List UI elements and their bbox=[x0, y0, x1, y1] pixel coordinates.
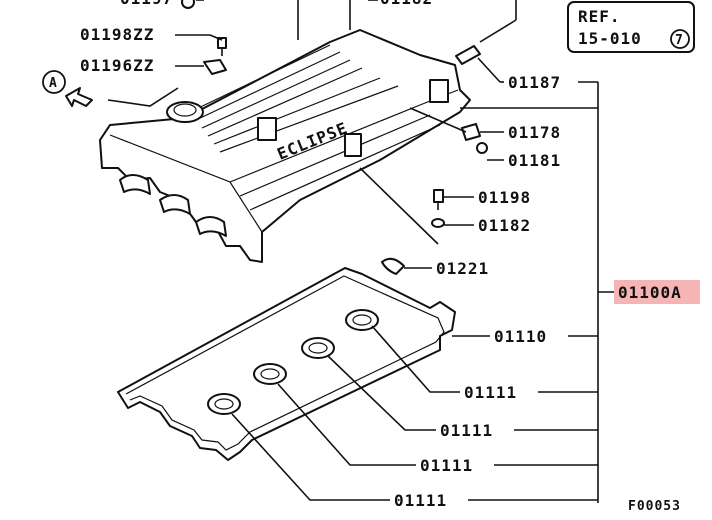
leader-lines bbox=[65, 0, 616, 503]
label-01197[interactable]: 01197 bbox=[120, 0, 173, 8]
label-01221[interactable]: 01221 bbox=[436, 259, 489, 278]
label-01111-c[interactable]: 01111 bbox=[420, 456, 473, 475]
hardware-parts bbox=[181, 0, 488, 275]
label-01187[interactable]: 01187 bbox=[508, 73, 561, 92]
figure-code: F00053 bbox=[628, 499, 681, 514]
ref-circle-number: 7 bbox=[675, 33, 684, 48]
ref-box[interactable]: REF. 15-010 7 bbox=[567, 1, 695, 53]
label-01181[interactable]: 01181 bbox=[508, 151, 561, 170]
label-01178[interactable]: 01178 bbox=[508, 123, 561, 142]
label-01111-a[interactable]: 01111 bbox=[464, 383, 517, 402]
ref-title: REF. bbox=[578, 7, 621, 26]
label-01182-top[interactable]: 01182 bbox=[380, 0, 433, 8]
label-01182[interactable]: 01182 bbox=[478, 216, 531, 235]
label-01111-d[interactable]: 01111 bbox=[394, 491, 447, 510]
plug-seals bbox=[207, 309, 379, 415]
label-01196ZZ[interactable]: 01196ZZ bbox=[80, 56, 154, 75]
callout-a-letter: A bbox=[49, 76, 58, 91]
label-01110[interactable]: 01110 bbox=[494, 327, 547, 346]
label-01111-b[interactable]: 01111 bbox=[440, 421, 493, 440]
ref-circle-icon bbox=[670, 29, 690, 49]
label-01198[interactable]: 01198 bbox=[478, 188, 531, 207]
assembly-label[interactable]: 01100A bbox=[614, 280, 700, 304]
callout-a-circle-icon bbox=[42, 70, 66, 94]
callout-a[interactable]: A bbox=[42, 70, 66, 94]
assembly-highlight bbox=[614, 280, 700, 304]
ref-number: 15-010 bbox=[578, 29, 642, 48]
label-01198ZZ[interactable]: 01198ZZ bbox=[80, 25, 154, 44]
label-01100A: 01100A bbox=[618, 283, 682, 302]
rocker-cover: ECLIPSE bbox=[99, 29, 471, 263]
